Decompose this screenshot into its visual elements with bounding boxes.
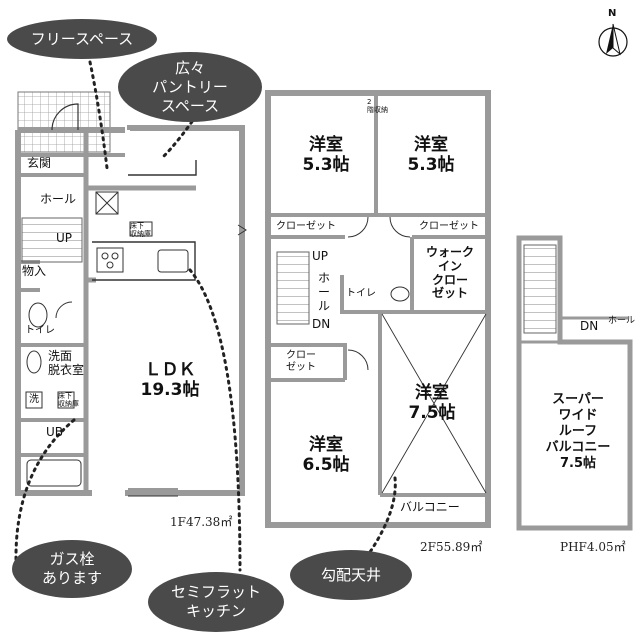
label-room4: 洋室 6.5帖 <box>302 435 350 475</box>
label-wash: 洗 <box>29 394 39 405</box>
label-entrance: 玄関 <box>27 156 52 170</box>
label-ldk: ＬＤＫ 19.3帖 <box>140 360 200 400</box>
label-balcony: バルコニー <box>400 500 460 514</box>
area-2f: 2F55.89㎡ <box>420 540 483 554</box>
label-closet3: クロー ゼット <box>286 350 316 373</box>
label-dn-2f: DN <box>312 317 331 331</box>
label-storage: 物入 <box>22 264 47 278</box>
label-closet1: クローゼット <box>276 221 336 232</box>
label-roof-balcony: スーパー ワイド ルーフ バルコニー 7.5帖 <box>545 392 611 471</box>
floor-1 <box>15 91 247 497</box>
label-closet2: クローゼット <box>419 221 479 232</box>
floor-roof <box>516 235 633 531</box>
outer-wall-1f <box>15 125 245 496</box>
label-up-1f: UP <box>56 231 73 245</box>
label-attic: 2 階収納 <box>367 98 388 114</box>
label-room2: 洋室 5.3帖 <box>407 135 455 175</box>
callout-free-space: フリースペース <box>7 19 157 59</box>
porch-tiles <box>17 91 111 153</box>
compass-icon <box>598 23 628 57</box>
label-washroom: 洗面 脱衣室 <box>48 349 85 377</box>
label-dn-roof: DN <box>580 319 599 333</box>
label-room3: 洋室 7.5帖 <box>408 383 456 423</box>
callout-pantry: 広々 パントリー スペース <box>118 52 262 122</box>
label-hall-1f: ホール <box>40 192 77 206</box>
label-hall-roof: ホール <box>608 316 636 326</box>
label-bath: UB <box>46 425 64 439</box>
label-hall-2f: ホ ー ル <box>318 271 331 313</box>
floor-2 <box>265 90 491 528</box>
callout-gas: ガス栓 あります <box>12 540 132 598</box>
label-wic: ウォーク イン クロー ゼット <box>425 245 474 301</box>
outer-wall-roof <box>516 235 633 531</box>
label-room1: 洋室 5.3帖 <box>302 135 350 175</box>
label-underfloor-2: 床下 収納庫 <box>130 222 151 239</box>
label-underfloor-1: 床下 収納庫 <box>58 392 79 409</box>
area-roof: PHF4.05㎡ <box>560 540 626 554</box>
compass-label: N <box>608 8 617 19</box>
callout-ceiling: 勾配天井 <box>290 550 412 600</box>
outer-wall-2f <box>265 90 491 528</box>
label-toilet-1f: トイレ <box>25 325 55 336</box>
callout-kitchen: セミフラット キッチン <box>148 572 284 632</box>
area-1f: 1F47.38㎡ <box>170 515 233 529</box>
label-up-2f: UP <box>312 249 329 263</box>
label-toilet-2f: トイレ <box>346 288 376 299</box>
